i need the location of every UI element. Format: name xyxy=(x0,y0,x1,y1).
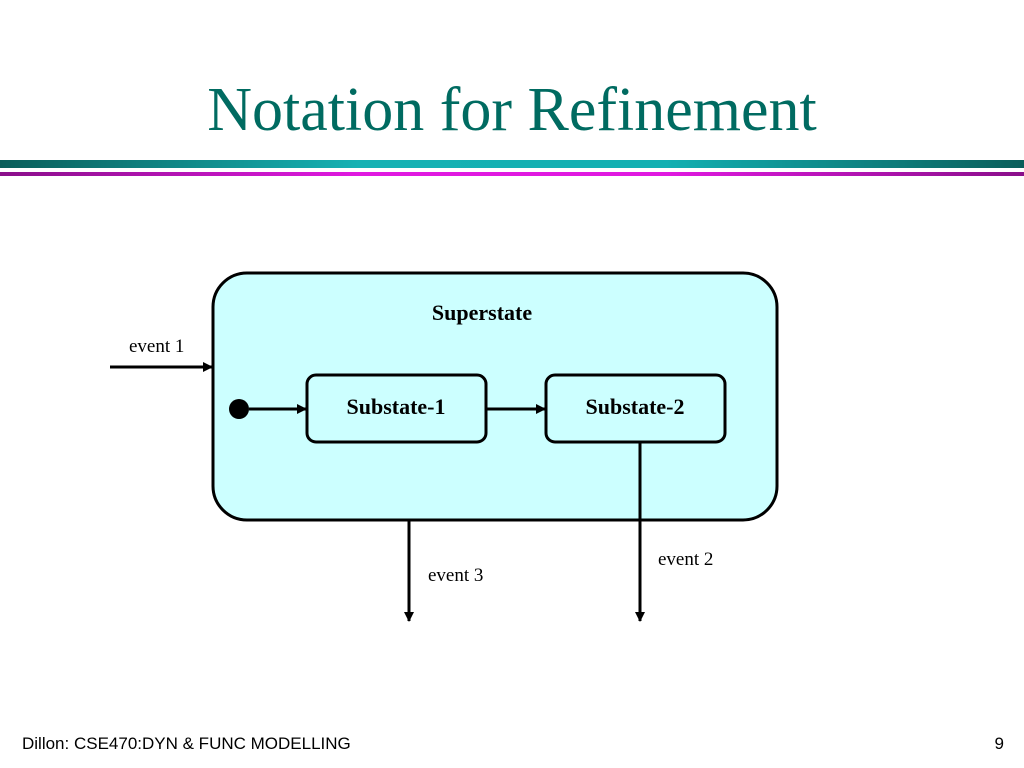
substate-2-box xyxy=(544,373,727,444)
superstate-box xyxy=(211,271,779,522)
title-divider-teal xyxy=(0,160,1024,168)
substate-1-box xyxy=(305,373,488,444)
title-divider-magenta xyxy=(0,172,1024,176)
substate-2-label: Substate-2 xyxy=(585,394,684,419)
initial-state-dot xyxy=(229,399,249,419)
superstate-label: Superstate xyxy=(432,300,532,325)
event3-label: event 3 xyxy=(428,565,483,586)
event1-label: event 1 xyxy=(129,336,184,357)
slide-title: Notation for Refinement xyxy=(207,76,817,144)
event2-label: event 2 xyxy=(658,549,713,570)
footer-course-label: Dillon: CSE470:DYN & FUNC MODELLING xyxy=(22,734,351,753)
footer-page-number: 9 xyxy=(994,734,1004,753)
substate-1-label: Substate-1 xyxy=(346,394,445,419)
